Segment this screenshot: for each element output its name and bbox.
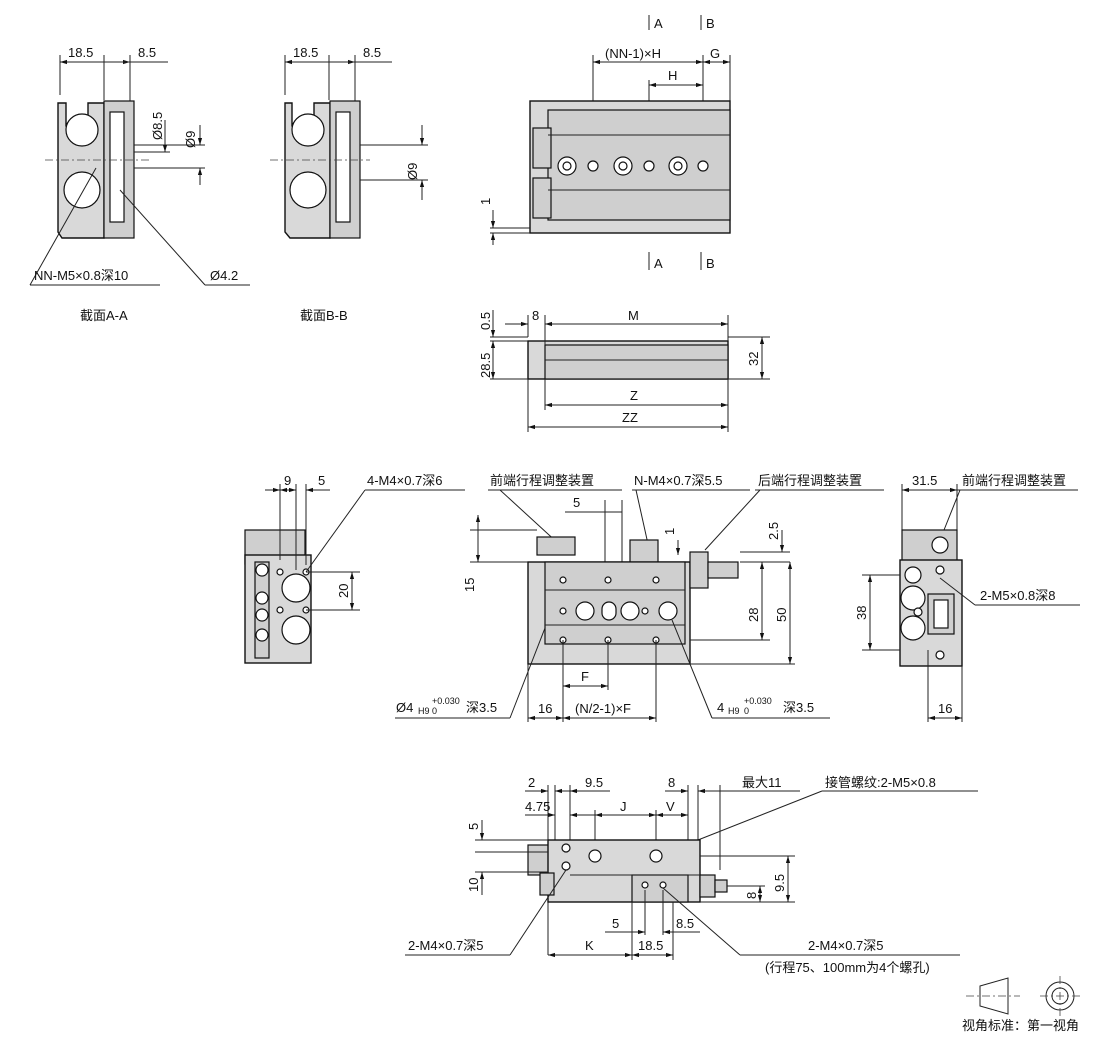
bottom-dim-5-center: 5: [612, 916, 619, 931]
bottom-thread-right: 2-M4×0.7深5: [808, 938, 884, 953]
front-adjuster-label: 前端行程调整装置: [490, 473, 594, 488]
bottom-dim-v: V: [666, 799, 675, 814]
bottom-dim-8-5: 8.5: [676, 916, 694, 931]
bottom-thread-right-note: (行程75、100mm为4个螺孔): [765, 960, 930, 975]
projection-label: 视角标准：第一视角: [962, 1018, 1079, 1033]
end-thread-callout: 2-M5×0.8深8: [980, 588, 1056, 603]
section-aa-view: 18.5 8.5 Ø8.5 Ø9 NN-M5×0.8深10 Ø4.2 截面A-A: [29, 45, 250, 323]
aa-dim-dia-9: Ø9: [183, 131, 198, 148]
end-dim-16: 16: [938, 701, 952, 716]
left-dim-20: 20: [336, 584, 351, 598]
hole-left-depth: 深3.5: [466, 700, 497, 715]
side-view: 0.5 28.5 8 M 32 Z ZZ: [478, 308, 770, 432]
front-dim-f: F: [581, 669, 589, 684]
rear-adjuster-label: 后端行程调整装置: [758, 473, 862, 488]
projection-symbol: 视角标准：第一视角: [962, 976, 1080, 1033]
top-dim-1: 1: [478, 198, 493, 205]
bottom-max-11: 最大11: [742, 775, 782, 790]
side-dim-zz: ZZ: [622, 410, 638, 425]
top-view: A B A B (NN-1)×H G H 1: [478, 15, 731, 271]
hole-left-tol0: 0: [432, 706, 437, 716]
bottom-view: 2 9.5 8 最大11 接管螺纹:2-M5×0.8 4.75 J V: [405, 775, 978, 975]
side-dim-28-5: 28.5: [478, 353, 493, 378]
top-dim-g: G: [710, 46, 720, 61]
end-front-adjuster: 前端行程调整装置: [962, 473, 1066, 488]
bb-caption: 截面B-B: [300, 308, 348, 323]
hole-left-dia: Ø4: [396, 700, 413, 715]
front-dim-50: 50: [774, 608, 789, 622]
left-thread-callout: 4-M4×0.7深6: [367, 473, 443, 488]
section-bb-view: 18.5 8.5 Ø9 截面B-B: [270, 45, 428, 323]
bottom-dim-5-left: 5: [466, 823, 481, 830]
front-dim-28: 28: [746, 608, 761, 622]
hole-left-fit: H9: [418, 706, 430, 716]
cut-b-bottom: B: [706, 256, 715, 271]
top-dim-h: H: [668, 68, 677, 83]
front-dim-15: 15: [462, 578, 477, 592]
front-dim-16: 16: [538, 701, 552, 716]
side-dim-z: Z: [630, 388, 638, 403]
bb-dim-18-5: 18.5: [293, 45, 318, 60]
aa-dim-18-5: 18.5: [68, 45, 93, 60]
bb-dim-8-5: 8.5: [363, 45, 381, 60]
bottom-dim-j: J: [620, 799, 627, 814]
bottom-dim-8: 8: [668, 775, 675, 790]
front-view: 前端行程调整装置 N-M4×0.7深5.5 后端行程调整装置 5 1: [395, 473, 884, 722]
bottom-dim-8-right: 8: [744, 892, 759, 899]
side-dim-32: 32: [746, 352, 761, 366]
hole-right-depth: 深3.5: [783, 700, 814, 715]
top-dim-pitch: (NN-1)×H: [605, 46, 661, 61]
bottom-dim-9-5: 9.5: [585, 775, 603, 790]
aa-dim-dia-8-5: Ø8.5: [150, 112, 165, 140]
left-dim-5: 5: [318, 473, 325, 488]
front-dim-1: 1: [662, 528, 677, 535]
aa-thread-callout: NN-M5×0.8深10: [34, 268, 128, 283]
aa-dim-8-5: 8.5: [138, 45, 156, 60]
bottom-dim-9-5-right: 9.5: [772, 874, 787, 892]
right-end-view: 31.5 前端行程调整装置 38 2-M5×0.8深8 16: [854, 473, 1080, 722]
bottom-dim-4-75: 4.75: [525, 799, 550, 814]
hole-left-tol: +0.030: [432, 696, 460, 706]
port-thread-callout: 接管螺纹:2-M5×0.8: [825, 775, 936, 790]
side-dim-8: 8: [532, 308, 539, 323]
left-dim-9: 9: [284, 473, 291, 488]
front-dim-2-5: 2.5: [766, 522, 781, 540]
n-thread-callout: N-M4×0.7深5.5: [634, 473, 723, 488]
cut-b-top: B: [706, 16, 715, 31]
bb-dim-dia-9: Ø9: [405, 163, 420, 180]
hole-right-fit: H9: [728, 706, 740, 716]
front-dim-nf: (N/2-1)×F: [575, 701, 631, 716]
cut-a-top: A: [654, 16, 663, 31]
aa-dia-callout: Ø4.2: [210, 268, 238, 283]
bottom-dim-18-5: 18.5: [638, 938, 663, 953]
cut-a-bottom: A: [654, 256, 663, 271]
bottom-thread-left: 2-M4×0.7深5: [408, 938, 484, 953]
hole-right-tol: +0.030: [744, 696, 772, 706]
aa-caption: 截面A-A: [80, 308, 128, 323]
side-dim-0-5: 0.5: [478, 312, 493, 330]
end-dim-38: 38: [854, 606, 869, 620]
bottom-dim-k: K: [585, 938, 594, 953]
front-dim-5: 5: [573, 495, 580, 510]
side-dim-m: M: [628, 308, 639, 323]
bottom-dim-2: 2: [528, 775, 535, 790]
end-dim-31-5: 31.5: [912, 473, 937, 488]
left-end-view: 9 5 4-M4×0.7深6 20: [244, 473, 465, 664]
bottom-dim-10: 10: [466, 878, 481, 892]
hole-right-dia: 4: [717, 700, 724, 715]
hole-right-tol0: 0: [744, 706, 749, 716]
